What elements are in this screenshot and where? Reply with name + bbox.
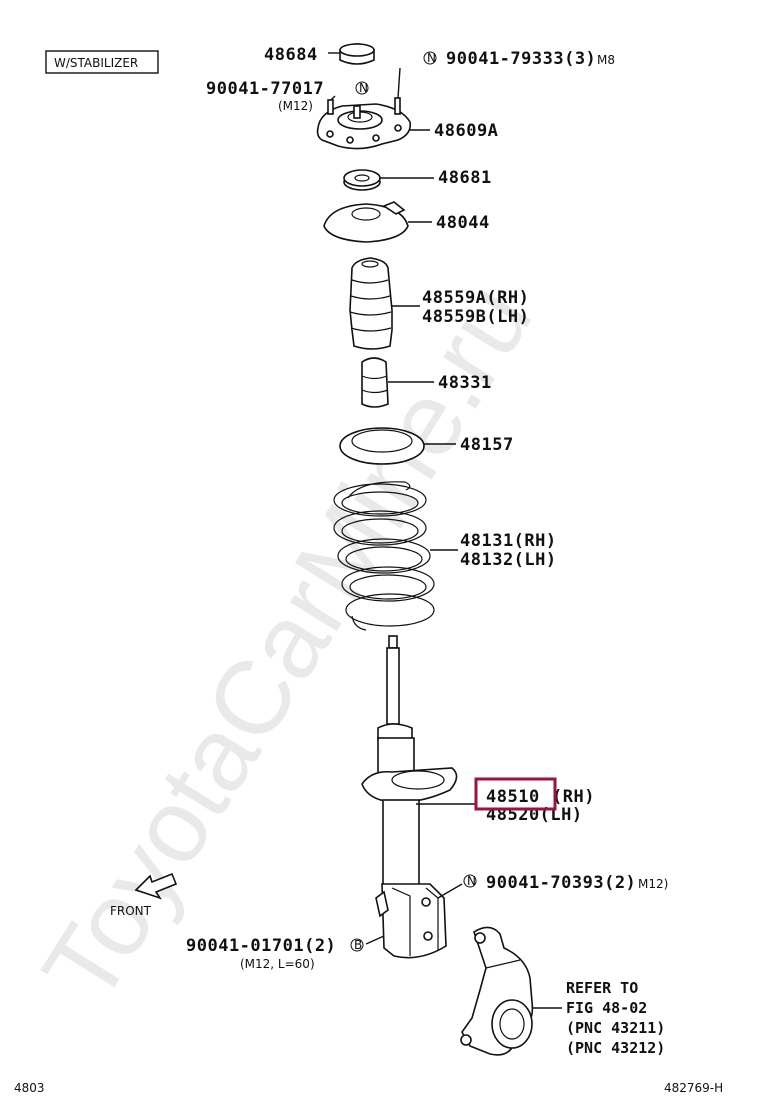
callout-spring-lh[interactable]: 48132(LH) (460, 550, 557, 570)
bearing-part-drawing (343, 169, 381, 191)
callout-bolt-knuckle[interactable]: 90041-01701(2) B (M12, L=60) (186, 936, 364, 971)
callout-strut-rh-number: 48510 (486, 787, 540, 807)
callout-nut-top-size: (M12) (278, 99, 313, 113)
support-part-drawing (316, 97, 412, 150)
front-arrow: FRONT (110, 872, 178, 918)
boot-part-drawing (349, 257, 393, 350)
callout-bolt-lower-size: M12) (638, 877, 668, 891)
refer-line-1: REFER TO (566, 979, 638, 997)
upper-seat-part-drawing (323, 201, 409, 243)
stabilizer-badge: W/STABILIZER (45, 50, 159, 74)
steering-knuckle-drawing (460, 926, 534, 1056)
callout-boot-rh[interactable]: 48559A(RH) (422, 288, 529, 308)
callout-upper-seat[interactable]: 48044 (436, 213, 490, 233)
n-marker: N (467, 874, 476, 888)
callout-nut-top-text: 90041-77017 (206, 79, 324, 99)
refer-line-3: (PNC 43211) (566, 1019, 665, 1037)
refer-note[interactable]: REFER TO FIG 48-02 (PNC 43211) (PNC 4321… (566, 979, 665, 1057)
callout-bolt-lower-text: 90041-70393(2) (486, 873, 636, 893)
insulator-part-drawing (339, 427, 425, 465)
footer-left: 4803 (14, 1081, 45, 1095)
refer-line-2: FIG 48-02 (566, 999, 647, 1017)
callout-bolt-knuckle-size: (M12, L=60) (240, 957, 315, 971)
front-label: FRONT (110, 904, 152, 918)
refer-line-4: (PNC 43212) (566, 1039, 665, 1057)
callout-cap[interactable]: 48684 (264, 45, 318, 65)
b-marker: B (354, 938, 362, 952)
callout-support[interactable]: 48609A (434, 121, 498, 141)
callout-bolt-lower[interactable]: N 90041-70393(2) M12) (463, 873, 668, 893)
callout-bolt-top-right-size: M8 (597, 53, 615, 67)
callout-strut-rh[interactable]: 48510 (RH) (486, 787, 595, 807)
footer-right: 482769-H (664, 1081, 723, 1095)
callout-boot-lh[interactable]: 48559B(LH) (422, 307, 529, 327)
bumper-part-drawing (361, 357, 389, 408)
callout-nut-top[interactable]: 90041-77017 N (M12) (206, 79, 369, 113)
callout-bumper[interactable]: 48331 (438, 373, 492, 393)
n-marker: N (359, 81, 368, 95)
cap-part-drawing (339, 43, 375, 65)
n-marker: N (427, 51, 436, 65)
callout-spring-rh[interactable]: 48131(RH) (460, 531, 557, 551)
callout-strut-rh-suffix: (RH) (552, 787, 595, 807)
callout-bolt-top-right[interactable]: N 90041-79333(3) M8 (423, 49, 615, 69)
selected-part-highlight (474, 777, 557, 811)
shock-absorber-part-drawing (361, 635, 458, 959)
callout-bolt-knuckle-text: 90041-01701(2) (186, 936, 336, 956)
callout-bearing[interactable]: 48681 (438, 168, 492, 188)
coil-spring-part-drawing (333, 481, 435, 631)
leader-lines (328, 52, 476, 945)
stabilizer-badge-text: W/STABILIZER (54, 56, 138, 70)
callout-insulator[interactable]: 48157 (460, 435, 514, 455)
callout-bolt-top-right-text: 90041-79333(3) (446, 49, 596, 69)
